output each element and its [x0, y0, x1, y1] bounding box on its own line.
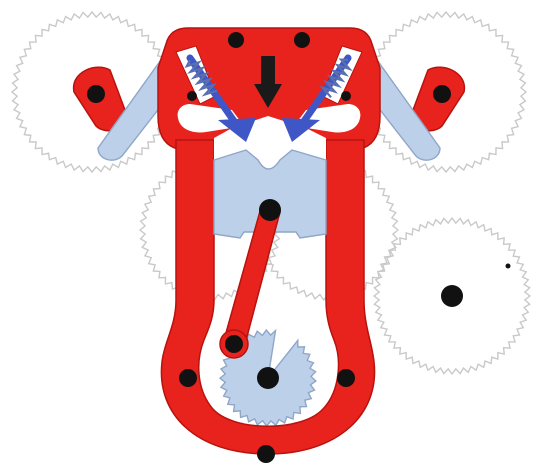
- pivot-pin: [228, 32, 244, 48]
- pivot-pin: [87, 85, 105, 103]
- pivot-pin: [341, 91, 351, 101]
- pivot-pin: [259, 199, 281, 221]
- pivot-pin: [294, 32, 310, 48]
- pivot-pin: [257, 367, 279, 389]
- pivot-pin: [433, 85, 451, 103]
- pivot-pin: [441, 285, 463, 307]
- pivot-pin: [179, 369, 197, 387]
- pivot-pin: [257, 445, 275, 463]
- pivot-pin: [337, 369, 355, 387]
- gear-marker-dot: [506, 264, 511, 269]
- pivot-pin: [225, 335, 243, 353]
- pivot-pin: [187, 91, 197, 101]
